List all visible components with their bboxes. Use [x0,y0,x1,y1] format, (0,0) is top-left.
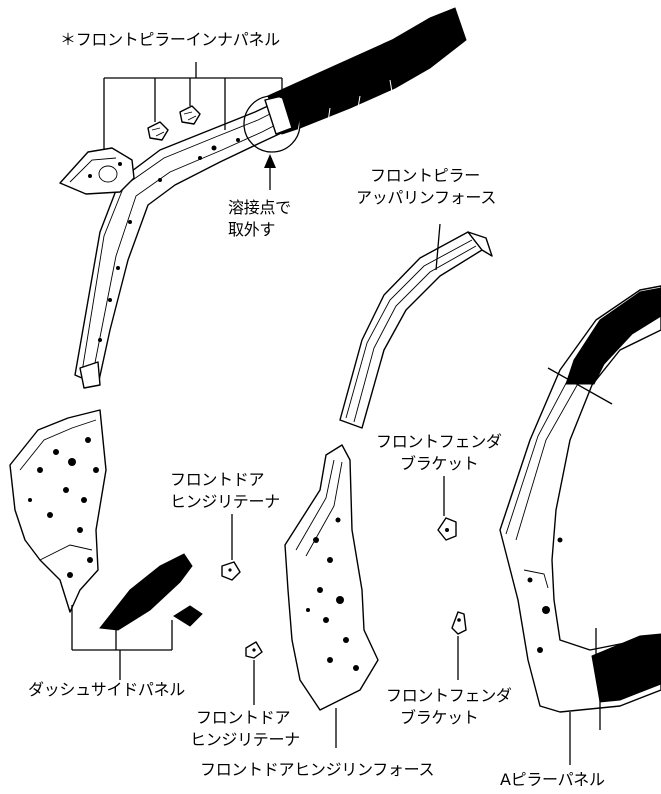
inner-panel-clip-left [147,121,169,141]
label-a-pillar-panel: Aピラーパネル [500,770,605,789]
front-pillar-inner-panel [74,97,293,389]
dash-side-panel [9,409,107,613]
hinge-retainer-bottom [245,641,263,705]
front-door-hinge-reinforce [284,444,379,748]
dash-side-leader [71,605,173,680]
fender-bracket-bottom [451,611,467,680]
label-hinge-retainer-top-line1: フロントドア [170,470,265,489]
label-fender-bracket-bottom-line1: フロントフェンダ [386,686,512,705]
label-hinge-retainer-bottom-line2: ヒンジリテーナ [190,730,300,749]
label-front-pillar-inner-panel: ＊フロントピラーインナパネル [60,30,280,49]
fender-bracket-top [437,476,457,541]
dash-side-insulator [99,553,203,631]
weld-arrow-head [264,154,276,168]
label-upper-reinforce-line2: アッパリンフォース [356,188,497,207]
pillar-upper-black-section [264,7,467,135]
label-hinge-retainer-top-line2: ヒンジリテーナ [170,492,280,511]
front-pillar-upper-reinforce [339,223,493,429]
inner-panel-clip-right [179,105,201,125]
label-fender-bracket-bottom-line2: ブラケット [400,708,479,727]
inner-panel-leader [103,62,283,150]
label-hinge-retainer-bottom-line1: フロントドア [196,708,291,727]
a-pillar-panel [499,285,661,765]
label-weld-note-line1: 溶接点で [228,198,291,217]
label-upper-reinforce-line1: フロントピラー [370,166,480,185]
label-weld-note-line2: 取外す [228,220,276,239]
weld-point-circle [243,95,301,153]
label-hinge-reinforce: フロントドアヒンジリンフォース [200,760,435,779]
hinge-retainer-top [221,514,241,581]
inner-panel-bracket [59,147,135,195]
label-fender-bracket-top-line2: ブラケット [400,454,479,473]
label-fender-bracket-top-line1: フロントフェンダ [376,432,502,451]
label-dash-side-panel: ダッシュサイドパネル [28,680,186,699]
